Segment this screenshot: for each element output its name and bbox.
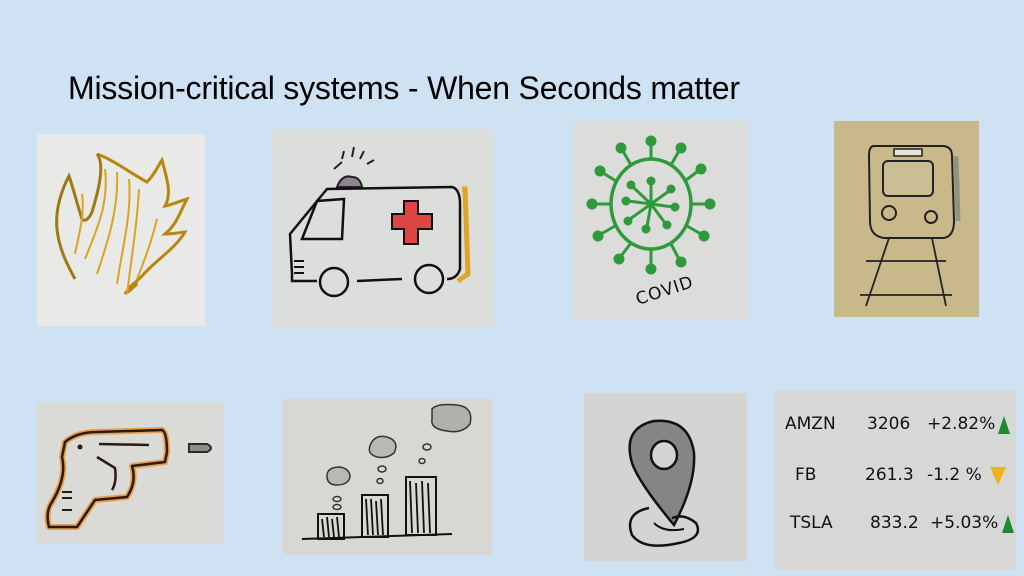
covid-image: COVID bbox=[573, 121, 748, 319]
stock-price: 833.2 bbox=[870, 513, 919, 533]
stock-price: 261.3 bbox=[865, 465, 914, 485]
down-arrow-icon bbox=[990, 467, 1006, 485]
stock-row-tsla: TSLA 833.2 +5.03% bbox=[790, 513, 1015, 537]
stock-row-amzn: AMZN 3206 +2.82% bbox=[785, 414, 1015, 438]
location-image bbox=[584, 393, 747, 561]
stock-change: -1.2 % bbox=[927, 465, 982, 485]
virus-icon bbox=[586, 135, 716, 275]
stock-ticker-image: AMZN 3206 +2.82% FB 261.3 -1.2 % TSLA 83… bbox=[775, 390, 1016, 570]
train-icon bbox=[860, 145, 961, 307]
ambulance-image bbox=[272, 129, 494, 328]
factory-image bbox=[282, 399, 492, 555]
fire-image bbox=[37, 134, 205, 326]
factory-smoke-icon bbox=[301, 403, 472, 540]
stock-row-fb: FB 261.3 -1.2 % bbox=[795, 465, 1015, 489]
up-arrow-icon bbox=[998, 416, 1010, 434]
stock-symbol: TSLA bbox=[790, 513, 833, 533]
stock-change: +2.82% bbox=[927, 414, 996, 434]
slide-title: Mission-critical systems - When Seconds … bbox=[68, 70, 740, 106]
location-pin-icon bbox=[628, 419, 700, 547]
stock-symbol: AMZN bbox=[785, 414, 836, 434]
up-arrow-icon bbox=[1002, 515, 1014, 533]
train-image bbox=[834, 121, 979, 317]
stock-price: 3206 bbox=[867, 414, 911, 434]
stock-symbol: FB bbox=[795, 465, 817, 485]
fire-icon bbox=[55, 152, 190, 295]
stock-change: +5.03% bbox=[930, 513, 999, 533]
gun-image bbox=[37, 402, 223, 543]
gun-icon bbox=[44, 427, 212, 530]
ambulance-icon bbox=[288, 146, 471, 298]
